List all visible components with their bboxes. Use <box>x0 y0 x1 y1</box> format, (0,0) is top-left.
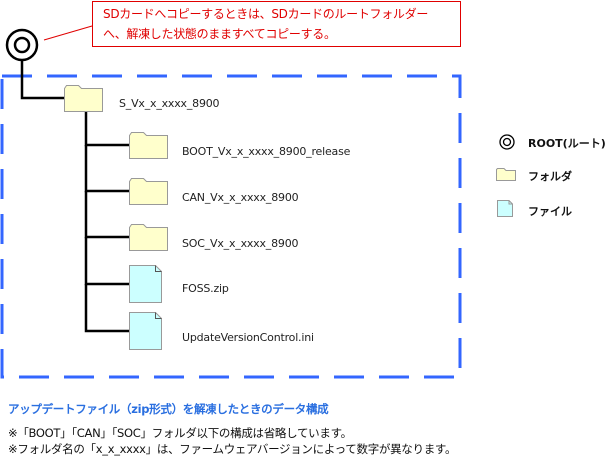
callout-line-1: SDカードへコピーするときは、SDカードのルートフォルダー <box>103 7 429 21</box>
callout-line-2: へ、解凍した状態のまますべてコピーする。 <box>103 27 336 41</box>
child-label-soc[interactable]: SOC_Vx_x_xxxx_8900 <box>182 237 299 250</box>
top-folder-label[interactable]: S_Vx_x_xxxx_8900 <box>119 97 220 110</box>
connector-ini <box>84 284 130 333</box>
footnote-2: ※フォルダ名の「x_x_xxxx」は、ファームウェアバージョンによって数字が異な… <box>8 442 457 456</box>
file-icon-ini[interactable] <box>129 312 162 350</box>
folder-icon-soc[interactable] <box>129 224 168 251</box>
legend-root-icon <box>499 134 515 150</box>
connector-root <box>20 61 65 100</box>
callout-note: SDカードへコピーするときは、SDカードのルートフォルダー へ、解凍した状態のま… <box>92 1 461 47</box>
callout-leader-line <box>43 25 93 41</box>
file-icon-foss[interactable] <box>129 265 162 303</box>
legend-label-file: ファイル <box>528 205 572 218</box>
connector-can <box>84 145 130 193</box>
connector-foss <box>84 237 130 286</box>
connector-boot <box>84 110 130 147</box>
diagram-caption: アップデートファイル（zip形式）を解凍したときのデータ構成 <box>8 402 329 416</box>
footnote-1: ※「BOOT」「CAN」「SOC」フォルダ以下の構成は省略しています。 <box>8 426 352 440</box>
top-folder-icon[interactable] <box>64 85 103 112</box>
connector-soc <box>84 191 130 239</box>
child-label-ini[interactable]: UpdateVersionControl.ini <box>182 331 314 344</box>
folder-icon-boot[interactable] <box>129 132 168 159</box>
child-label-can[interactable]: CAN_Vx_x_xxxx_8900 <box>182 191 299 204</box>
root-icon[interactable] <box>5 28 39 62</box>
legend-label-folder: フォルダ <box>528 170 572 183</box>
legend-file-icon <box>497 200 513 217</box>
child-label-boot[interactable]: BOOT_Vx_x_xxxx_8900_release <box>182 145 351 158</box>
legend-folder-icon <box>496 168 516 181</box>
tree-connectors <box>20 61 130 333</box>
dashed-container <box>0 74 462 379</box>
legend-label-root: ROOT(ルート) <box>528 137 606 150</box>
child-label-foss[interactable]: FOSS.zip <box>182 282 229 295</box>
folder-icon-can[interactable] <box>129 178 168 205</box>
